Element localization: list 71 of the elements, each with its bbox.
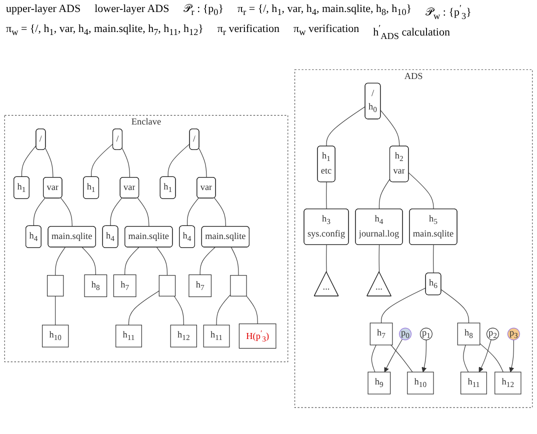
node-box: h$_{8}$ (84, 274, 108, 298)
node-box (47, 275, 64, 297)
connector (463, 344, 469, 373)
connector (33, 198, 46, 227)
connector (378, 244, 380, 273)
node-box: h$_{10}$ (42, 325, 69, 348)
text-label: π$_{r}$ = {/, h$_{1}$, var, h$_{4}$, main.sqlite, h$_{8}$, h$_{10}$} (238, 3, 412, 20)
connector (198, 148, 207, 178)
node-box: h$_{12}$ (494, 372, 522, 395)
arrow (384, 339, 403, 373)
connector (230, 247, 239, 276)
connector (381, 288, 426, 324)
connector (156, 247, 168, 276)
node-box: h$_{7}$ (370, 322, 393, 346)
node-circle: p$_{3}$ (507, 328, 520, 340)
text-label: 𝒫$_{w}$ : {p$^{′}$$_{3}$} (426, 3, 472, 21)
node-box: h$_{12}$ (170, 325, 197, 348)
connector (128, 290, 160, 326)
node-box (158, 275, 176, 297)
connector (326, 244, 327, 273)
connector (326, 182, 327, 210)
node-circle: p$_{0}$ (399, 328, 412, 340)
connector (60, 198, 72, 228)
connector (326, 106, 366, 147)
connector (55, 247, 66, 276)
connector (55, 296, 56, 326)
node-circle: p$_{2}$ (486, 328, 499, 340)
connector (380, 110, 400, 147)
node-box: h$_{7}$ (113, 274, 136, 298)
connector (110, 198, 122, 227)
node-box: h$_{11}$ (116, 325, 142, 348)
text-label: 𝒫$_{r}$ : {p$_{0}$} (183, 3, 224, 20)
connector (174, 296, 184, 326)
connector (168, 144, 190, 178)
text-label: upper-layer ADS (6, 3, 81, 17)
text-label: h$^{′}$$_{ADS}$ calculation (373, 22, 450, 41)
arrow (422, 340, 427, 373)
node-box: H(p$^{′}$$_{3}$) (238, 324, 276, 349)
text-label: π$_{w}$ verification (294, 22, 360, 40)
connector (214, 198, 226, 228)
connector (371, 344, 376, 373)
connector (82, 247, 96, 276)
connector (216, 294, 231, 326)
text-label: π$_{r}$ verification (217, 22, 280, 40)
connector (433, 244, 434, 274)
connector (390, 344, 413, 373)
connector (124, 247, 140, 276)
connector (378, 178, 390, 210)
connector (440, 290, 470, 324)
connector (91, 144, 114, 178)
connector (408, 172, 434, 210)
connector (122, 148, 130, 178)
arrow (509, 340, 514, 373)
connector (246, 296, 258, 324)
connector (137, 198, 150, 228)
arrow (478, 340, 492, 373)
text-label: lower-layer ADS (94, 3, 170, 17)
connector (200, 247, 216, 276)
connector (45, 148, 54, 178)
connector (21, 145, 37, 178)
text-label: π$_{w}$ = {/, h$_{1}$, var, h$_{4}$, main.sqlite, h$_{7}$, h$_{11}$, h$_{12}$} (6, 22, 204, 40)
connector (186, 198, 199, 227)
node-box: h$_{11}$ (203, 325, 230, 348)
node-circle: p$_{1}$ (420, 328, 432, 340)
node-box (230, 275, 247, 297)
node-box: h$_{10}$ (407, 372, 434, 395)
node-box: h$_{9}$ (368, 372, 391, 395)
node-box: h$_{8}$ (457, 322, 480, 346)
connector (480, 344, 504, 373)
node-box: h$_{7}$ (188, 274, 212, 298)
node-box: h$_{11}$ (460, 372, 487, 395)
